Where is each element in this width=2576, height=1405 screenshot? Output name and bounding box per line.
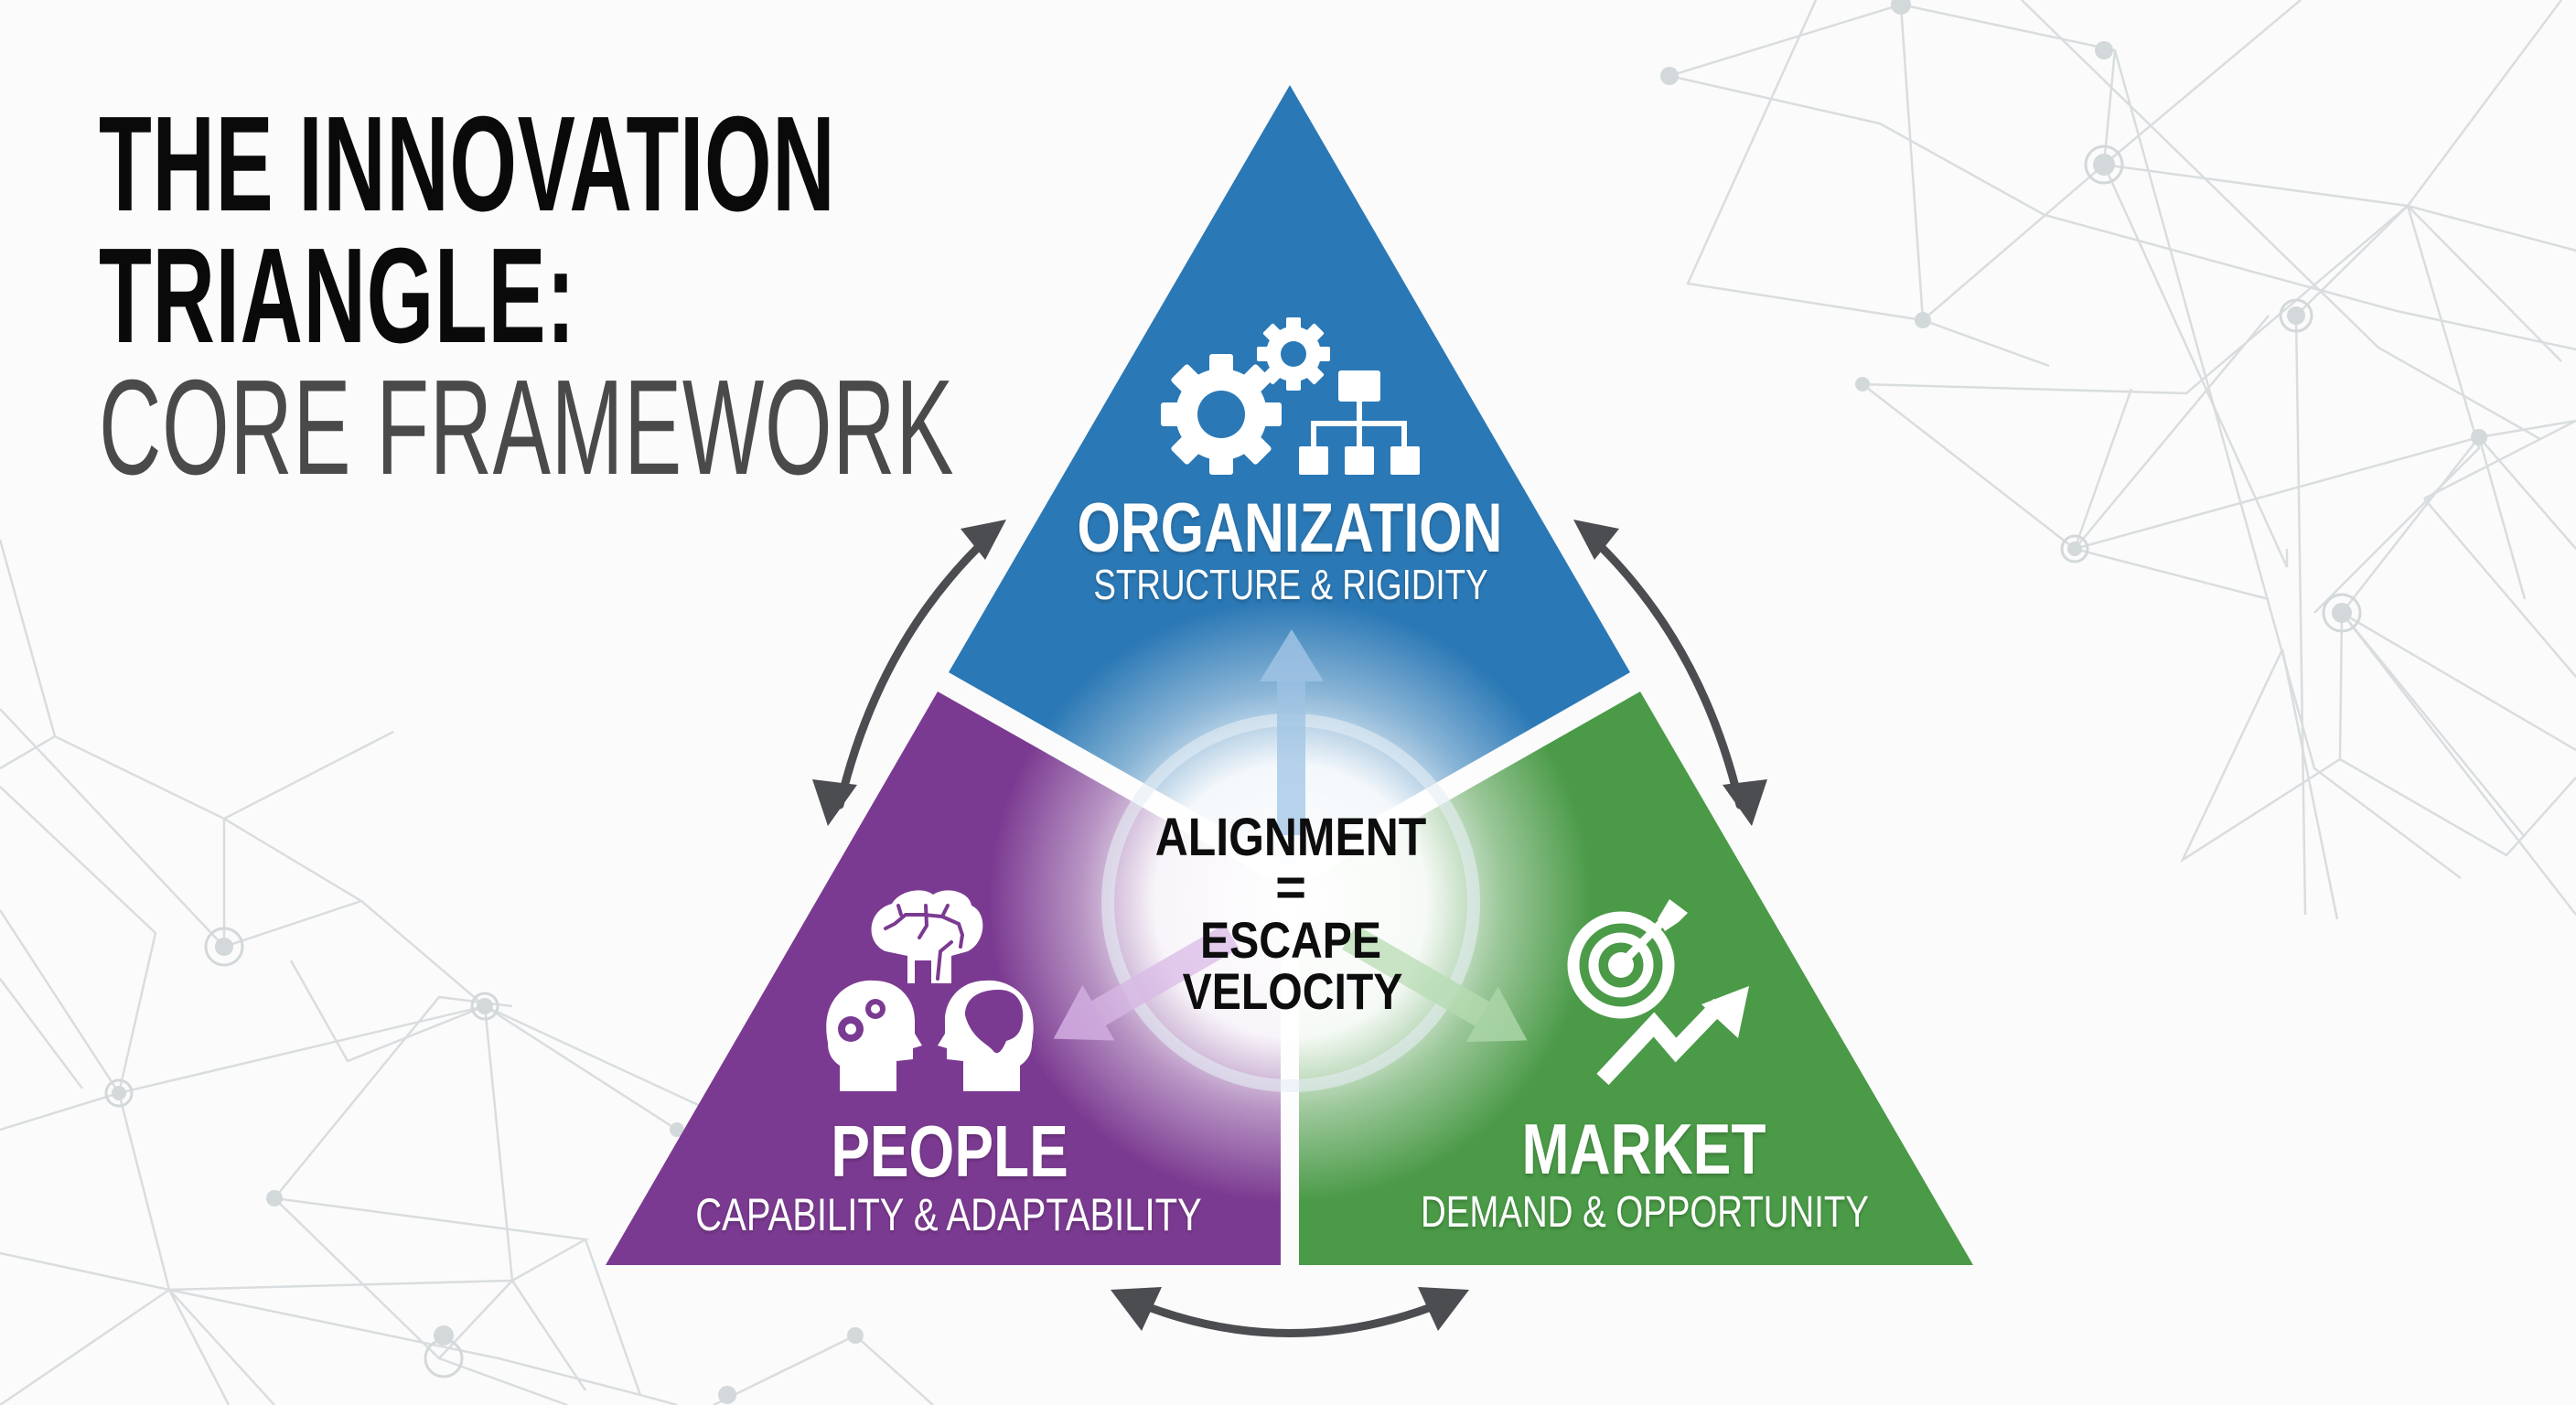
center-text-alignment: ALIGNMENT — [1155, 809, 1426, 867]
center-text-velocity: VELOCITY — [1183, 964, 1403, 1021]
title-block: THE INNOVATION TRIANGLE: CORE FRAMEWORK — [99, 97, 1014, 496]
center-glow — [989, 599, 1593, 1203]
network-node-rings — [104, 145, 2362, 1378]
market-sublabel: DEMAND & OPPORTUNITY — [1421, 1188, 1869, 1237]
organization-market-arrow — [1573, 520, 1767, 826]
title-line-2: TRIANGLE: — [99, 220, 576, 371]
organization-label: ORGANIZATION — [1078, 489, 1503, 567]
growth-arrow-icon — [1596, 986, 1749, 1086]
head-brain-icon — [938, 980, 1034, 1091]
people-sublabel: CAPABILITY & ADAPTABILITY — [695, 1189, 1201, 1240]
org-chart-icon — [1299, 370, 1420, 475]
gears-icon — [1161, 317, 1330, 475]
market-label: MARKET — [1522, 1109, 1766, 1188]
brain-icon — [871, 890, 983, 983]
alignment-ring — [1053, 629, 1528, 1092]
head-gears-icon — [826, 980, 922, 1091]
organization-sublabel: STRUCTURE & RIGIDITY — [1093, 561, 1487, 608]
people-label: PEOPLE — [831, 1110, 1068, 1192]
center-text: ALIGNMENT = ESCAPE VELOCITY — [1155, 809, 1426, 1021]
target-arrow-icon — [1567, 899, 1688, 1019]
organization-people-arrow — [812, 520, 1006, 826]
center-text-equals: = — [1275, 858, 1306, 917]
people-market-arrow — [1111, 1287, 1469, 1337]
center-text-escape: ESCAPE — [1200, 913, 1381, 970]
